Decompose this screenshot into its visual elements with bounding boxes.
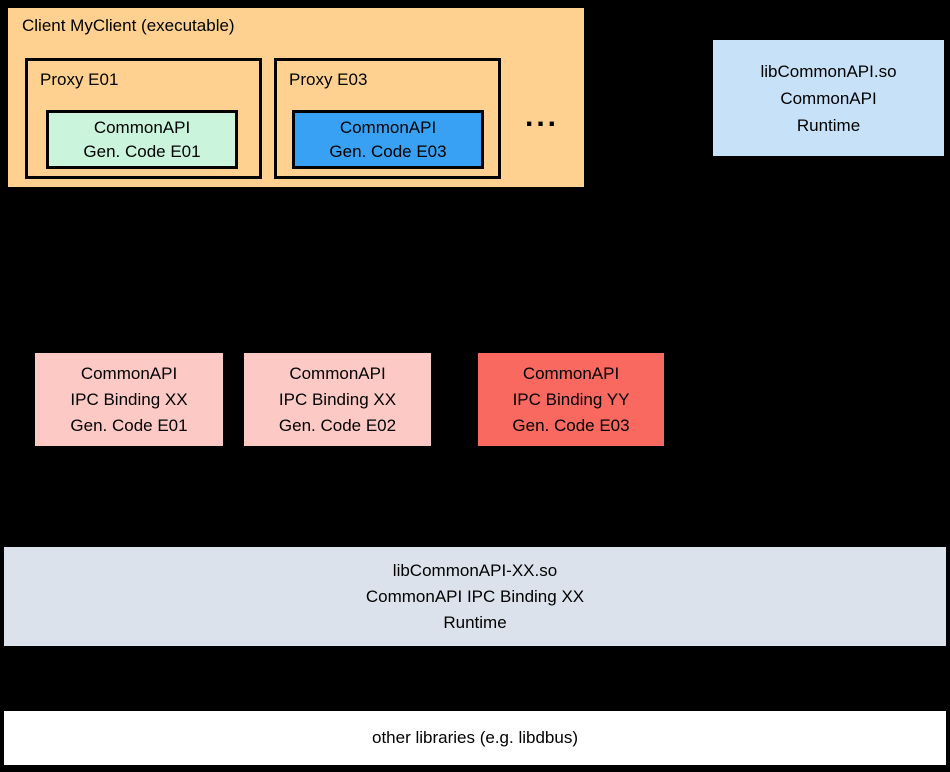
gen-code-e01-line: CommonAPI xyxy=(93,117,191,137)
ipc-binding-runtime-line: Runtime xyxy=(443,612,507,632)
proxy-e01-label: Proxy E01 xyxy=(40,70,119,89)
other-libraries-label: other libraries (e.g. libdbus) xyxy=(372,728,578,747)
ipc-binding-e02-line: Gen. Code E02 xyxy=(278,415,397,435)
proxy-e03-label: Proxy E03 xyxy=(289,70,368,89)
ipc-binding-e01-line: Gen. Code E01 xyxy=(70,415,188,435)
ipc-binding-runtime-line: libCommonAPI-XX.so xyxy=(392,560,558,580)
other-libraries-box: other libraries (e.g. libdbus) xyxy=(4,711,946,765)
proxy-e03-box: Proxy E03 CommonAPI Gen. Code E03 xyxy=(274,58,501,179)
proxy-e01-box: Proxy E01 CommonAPI Gen. Code E01 xyxy=(25,58,262,179)
gen-code-e01-line: Gen. Code E01 xyxy=(83,141,201,161)
commonapi-runtime-box: libCommonAPI.so CommonAPI Runtime xyxy=(713,40,944,156)
commonapi-runtime-line: CommonAPI xyxy=(780,88,877,108)
ipc-binding-e02-line: IPC Binding XX xyxy=(278,389,397,409)
gen-code-e03-line: CommonAPI xyxy=(339,117,437,137)
gen-code-e01-box: CommonAPI Gen. Code E01 xyxy=(46,110,238,169)
ipc-binding-e01-line: IPC Binding XX xyxy=(70,389,188,409)
commonapi-runtime-line: Runtime xyxy=(796,115,861,135)
ipc-binding-runtime-line: CommonAPI IPC Binding XX xyxy=(365,586,585,606)
more-proxies-ellipsis: ... xyxy=(525,100,560,133)
client-executable-box: Client MyClient (executable) Proxy E01 C… xyxy=(5,5,587,190)
commonapi-runtime-line: libCommonAPI.so xyxy=(760,61,897,81)
ipc-binding-e01-line: CommonAPI xyxy=(80,363,178,383)
ipc-binding-e02-line: CommonAPI xyxy=(289,363,386,383)
client-box-title: Client MyClient (executable) xyxy=(22,16,235,35)
gen-code-e03-box: CommonAPI Gen. Code E03 xyxy=(292,110,484,169)
gen-code-e03-line: Gen. Code E03 xyxy=(329,141,447,161)
ipc-binding-e03-line: CommonAPI xyxy=(522,363,620,383)
ipc-binding-e03-box: CommonAPI IPC Binding YY Gen. Code E03 xyxy=(478,353,664,446)
ipc-binding-e03-line: Gen. Code E03 xyxy=(512,415,630,435)
ipc-binding-runtime-box: libCommonAPI-XX.so CommonAPI IPC Binding… xyxy=(4,547,946,646)
ipc-binding-e01-box: CommonAPI IPC Binding XX Gen. Code E01 xyxy=(35,353,223,446)
ipc-binding-e03-line: IPC Binding YY xyxy=(512,389,630,409)
ipc-binding-e02-box: CommonAPI IPC Binding XX Gen. Code E02 xyxy=(244,353,431,446)
